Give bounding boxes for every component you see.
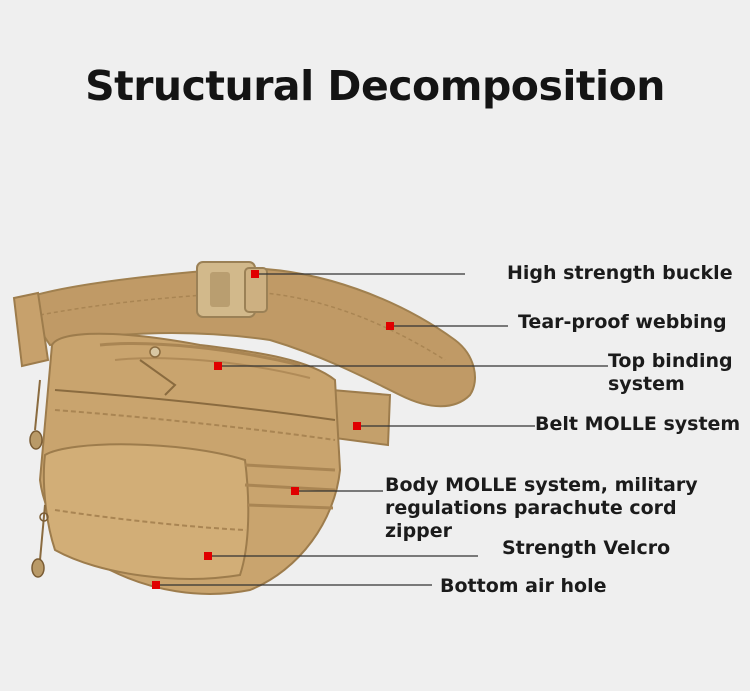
front-pocket bbox=[42, 443, 250, 580]
label-top-binding-system: Top binding system bbox=[608, 350, 733, 395]
label-high-strength-buckle: High strength buckle bbox=[507, 262, 733, 284]
marker-buckle bbox=[251, 270, 259, 278]
label-bottom-air-hole: Bottom air hole bbox=[440, 575, 607, 597]
marker-binding bbox=[214, 362, 222, 370]
zipper-pull-lower bbox=[39, 504, 46, 561]
marker-body-molle bbox=[291, 487, 299, 495]
label-belt-molle-system: Belt MOLLE system bbox=[535, 413, 741, 435]
label-tear-proof-webbing: Tear-proof webbing bbox=[518, 311, 727, 333]
zipper-pull-left bbox=[34, 379, 41, 431]
marker-belt-molle bbox=[353, 422, 361, 430]
marker-air-hole bbox=[152, 581, 160, 589]
marker-velcro bbox=[204, 552, 212, 560]
strap-end-left bbox=[12, 291, 50, 368]
belt-molle-panel bbox=[330, 388, 392, 447]
page-title: Structural Decomposition bbox=[85, 62, 665, 110]
buckle-shape bbox=[196, 261, 268, 318]
label-strength-velcro: Strength Velcro bbox=[502, 537, 671, 559]
label-body-molle-system: Body MOLLE system, military regulations … bbox=[385, 474, 698, 542]
marker-webbing bbox=[386, 322, 394, 330]
